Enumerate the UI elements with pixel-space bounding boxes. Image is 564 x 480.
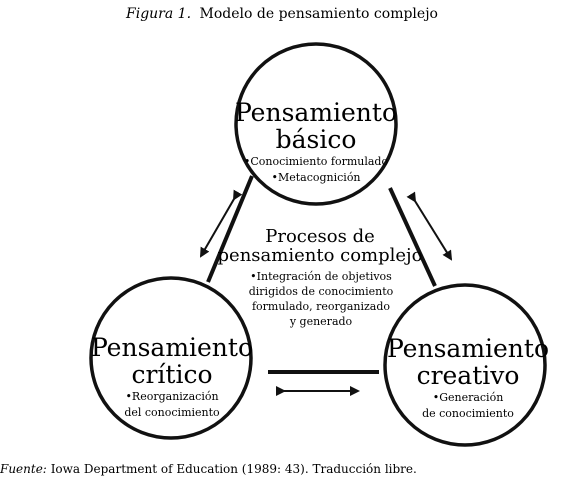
critical-title-line1: Pensamiento xyxy=(91,333,253,362)
basic-bullet-1: •Conocimiento formulado xyxy=(244,155,389,168)
basic-title-line1: Pensamiento xyxy=(235,98,397,127)
creative-bullet-1: •Generación xyxy=(433,391,504,404)
basic-title-line2: básico xyxy=(276,125,357,154)
creative-bullet-2: de conocimiento xyxy=(422,407,514,420)
circle-basic xyxy=(234,42,398,206)
node-basico: Pensamiento básico •Conocimiento formula… xyxy=(234,42,398,206)
critical-bullet-2: del conocimiento xyxy=(124,406,220,419)
source-note: Fuente: Iowa Department of Education (19… xyxy=(0,462,417,476)
center-line-1: •Integración de objetivos xyxy=(250,270,392,283)
double-arrow-right-icon xyxy=(406,191,453,261)
circle-creative xyxy=(383,283,547,447)
figure-caption: Figura 1. Modelo de pensamiento complejo xyxy=(125,6,438,22)
figure-title: Modelo de pensamiento complejo xyxy=(200,6,438,22)
critical-title-line2: crítico xyxy=(131,360,212,389)
center-title-line1: Procesos de xyxy=(265,226,375,247)
center-line-3: formulado, reorganizado xyxy=(252,300,390,313)
center-title-line2: pensamiento complejo xyxy=(218,245,423,266)
center-line-4: y generado xyxy=(289,315,353,328)
critical-bullet-1: •Reorganización xyxy=(125,390,218,403)
basic-bullet-2: •Metacognición xyxy=(271,171,360,184)
edge-basic-critical xyxy=(206,175,254,283)
center-processes: Procesos de pensamiento complejo •Integr… xyxy=(218,226,423,328)
node-creativo: Pensamiento creativo •Generación de cono… xyxy=(383,283,549,447)
node-critico: Pensamiento crítico •Reorganización del … xyxy=(89,276,253,440)
center-line-2: dirigidos de conocimiento xyxy=(249,285,394,298)
figure-label: Figura 1. xyxy=(125,6,191,22)
creative-title-line1: Pensamiento xyxy=(387,334,549,363)
circle-critical xyxy=(89,276,253,440)
source-label: Fuente: xyxy=(0,462,47,476)
edge-basic-creative xyxy=(388,187,437,287)
source-text: Iowa Department of Education (1989: 43).… xyxy=(51,462,417,476)
double-arrow-left-icon xyxy=(199,189,243,258)
arrows xyxy=(199,189,453,396)
creative-title-line2: creativo xyxy=(417,361,520,390)
